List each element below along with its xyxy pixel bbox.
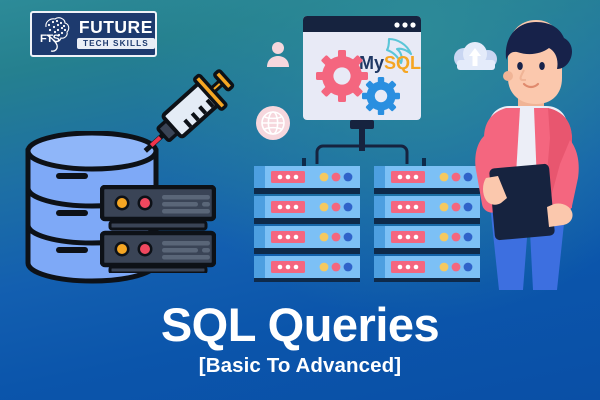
page-title: SQL Queries (160, 298, 440, 351)
title-block: SQL Queries [Basic To Advanced] (0, 299, 600, 378)
mysql-dolphin-icon (385, 37, 413, 65)
cloud-upload-icon (448, 40, 504, 78)
person-with-tablet (462, 18, 590, 290)
syringe (128, 62, 246, 174)
logo-secondary-pill: TECH SKILLS (77, 38, 155, 49)
server-farm-blue (254, 158, 480, 284)
future-tech-skills-logo[interactable]: FTS FUTURE TECH SKILLS (30, 11, 157, 57)
fts-brain-icon: FTS (36, 15, 76, 53)
database-cylinder (24, 130, 164, 286)
logo-secondary-text: TECH SKILLS (83, 39, 149, 48)
server-rack-dark (99, 184, 217, 275)
page-subtitle: [Basic To Advanced] (198, 354, 402, 377)
gear-pink-icon (316, 50, 368, 102)
gear-blue-icon (362, 77, 400, 115)
logo-primary-text: FUTURE (78, 17, 153, 37)
globe-icon (255, 105, 291, 141)
mysql-monitor: My SQL (297, 14, 427, 164)
svg-text:FTS: FTS (40, 33, 60, 45)
user-icon (265, 40, 291, 68)
svg-text:SQL: SQL (384, 53, 421, 73)
svg-text:My: My (359, 53, 384, 73)
